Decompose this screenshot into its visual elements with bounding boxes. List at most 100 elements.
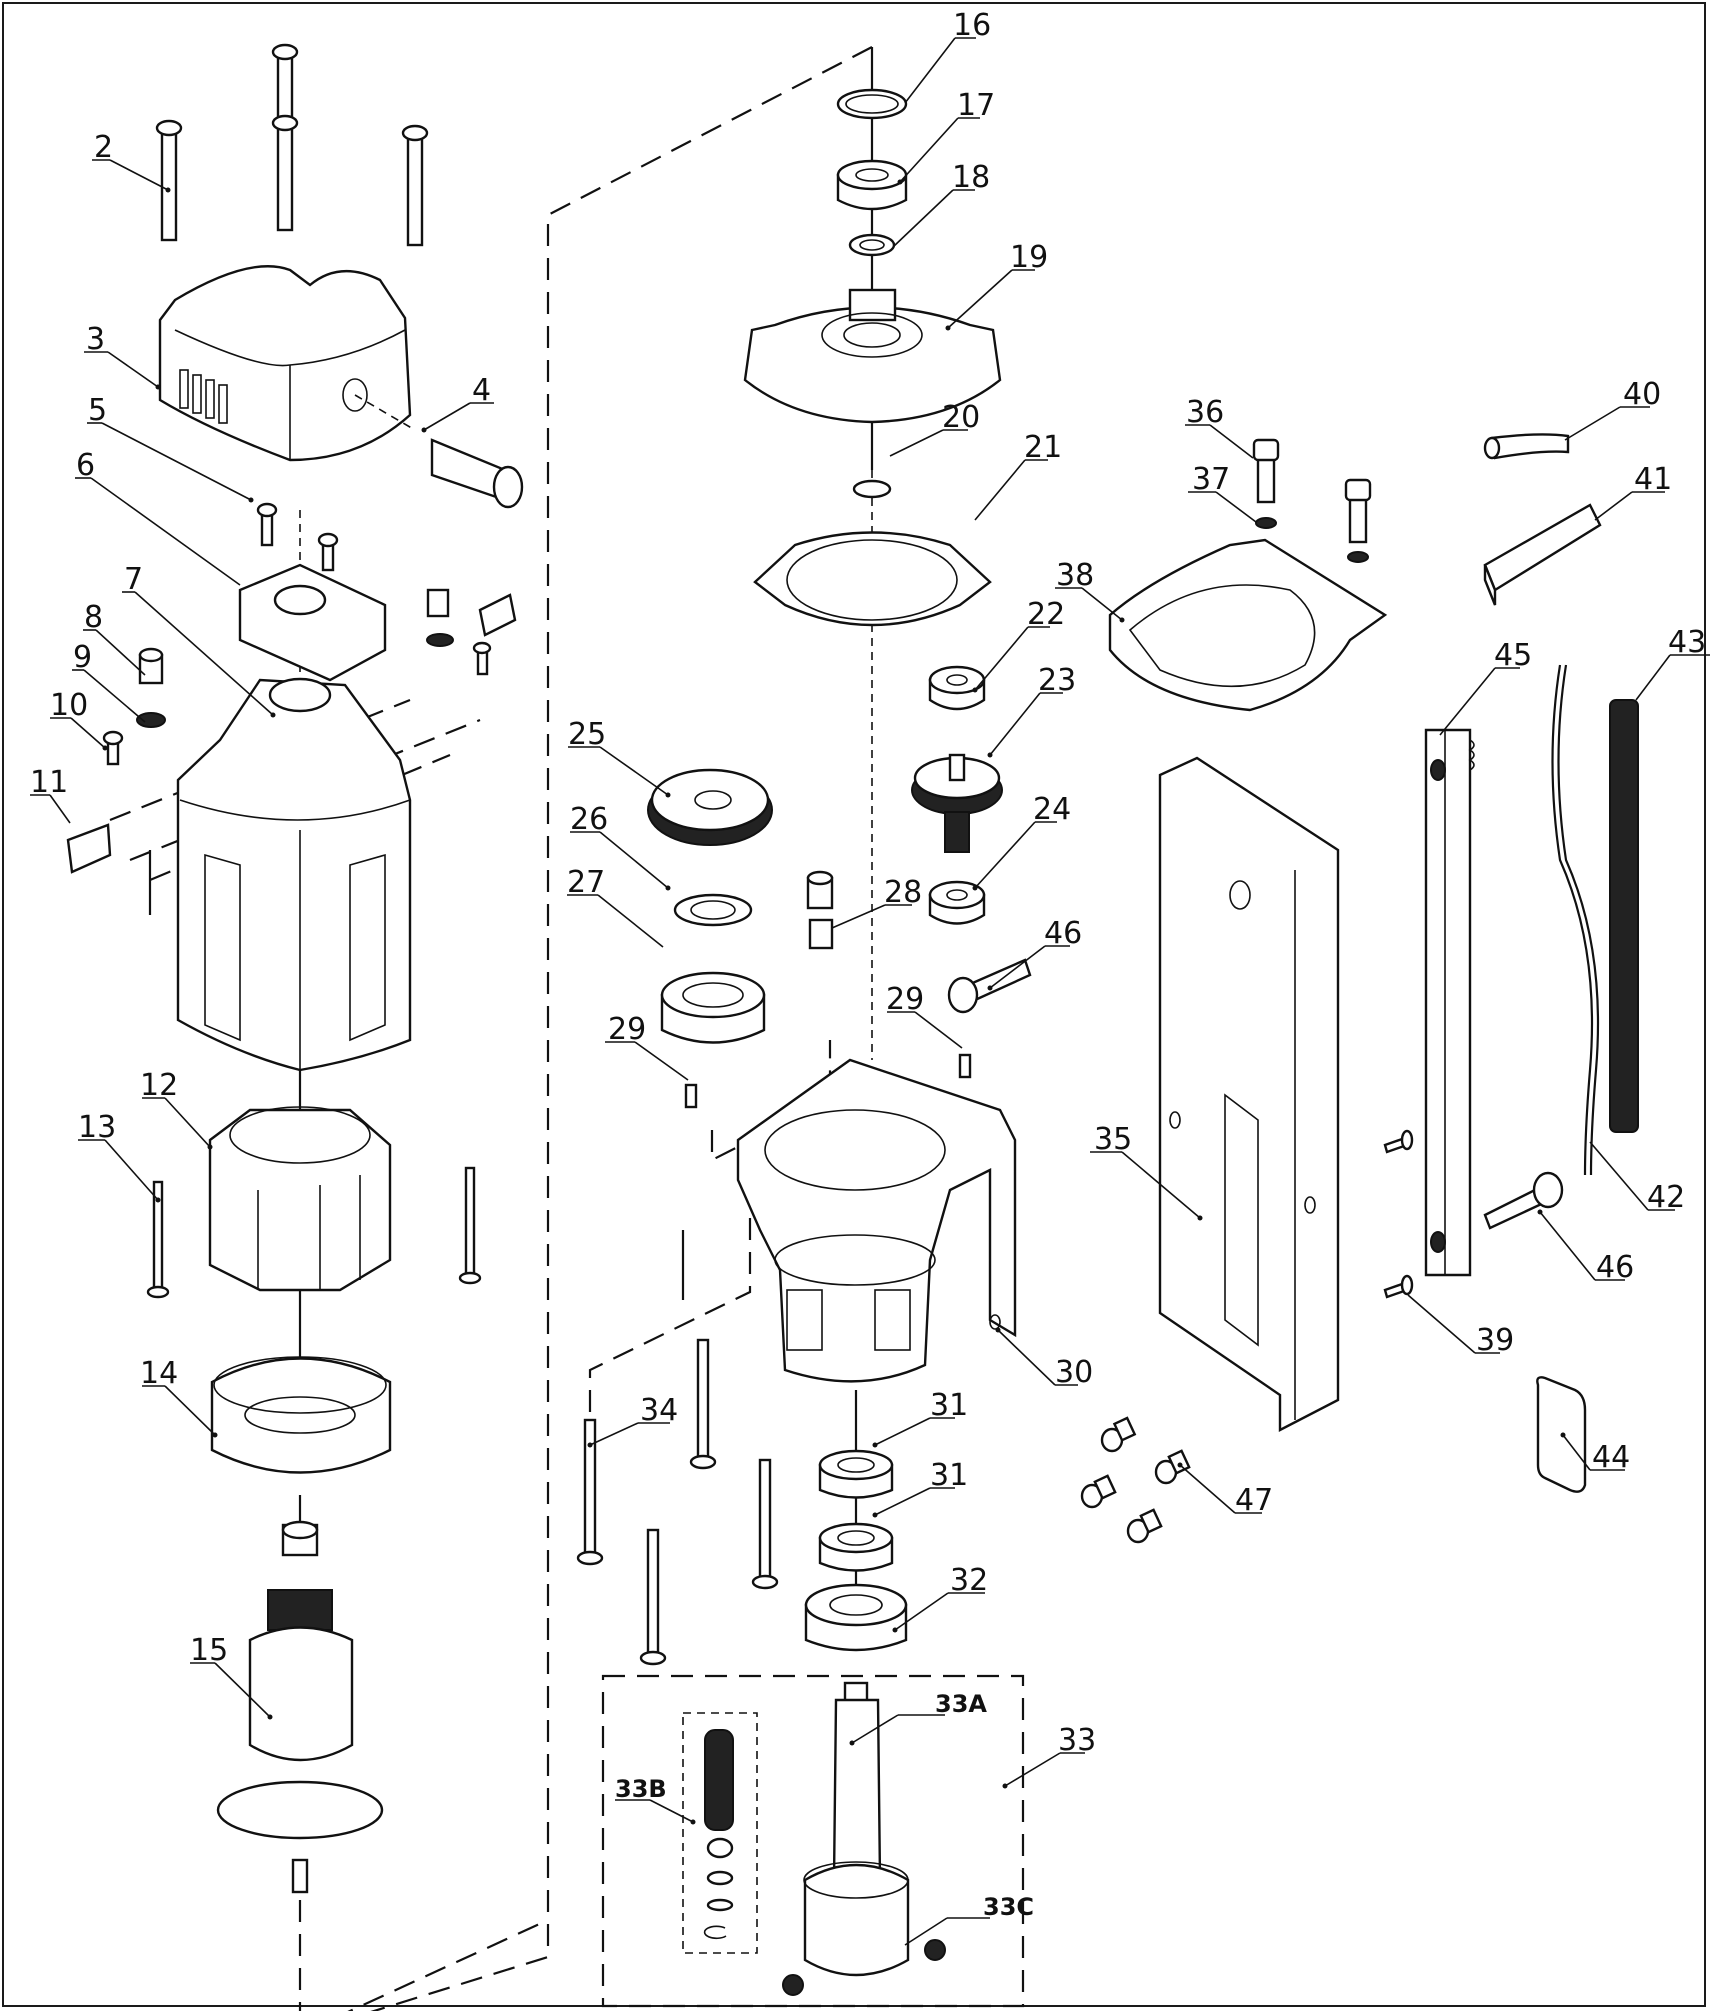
assembly-dashed-path-main [370, 46, 873, 2011]
part-motor-housing[interactable] [176, 677, 412, 1072]
callout-24: 24 [1033, 792, 1071, 827]
callout-13: 13 [78, 1110, 116, 1145]
part-bearing-24[interactable] [928, 880, 986, 925]
callout-33b: 33B [615, 1775, 667, 1803]
callout-16: 16 [953, 8, 991, 43]
callout-43: 43 [1668, 625, 1706, 660]
callout-22: 22 [1027, 597, 1065, 632]
part-cable-42[interactable] [1551, 664, 1600, 1176]
part-rack-45[interactable] [1424, 728, 1475, 1277]
callout-45: 45 [1494, 638, 1532, 673]
callout-36: 36 [1186, 395, 1224, 430]
part-screws-47[interactable] [1080, 1416, 1191, 1544]
callout-44: 44 [1592, 1440, 1630, 1475]
screw-mid-shaft [276, 123, 294, 232]
callout-9: 9 [73, 640, 92, 675]
callout-29a: 29 [608, 1012, 646, 1047]
callout-31a: 31 [930, 1388, 968, 1423]
spindle-assembly-dashed-box [601, 1674, 1025, 2008]
callout-20: 20 [942, 400, 980, 435]
part-gear-25[interactable] [647, 768, 773, 846]
callout-27: 27 [567, 865, 605, 900]
part-brushes[interactable] [66, 588, 517, 874]
part-pins-29[interactable] [684, 1053, 972, 1109]
brush-dashed-1 [109, 698, 411, 822]
callout-42: 42 [1647, 1180, 1685, 1215]
spring-kit-dashed-box [682, 1712, 758, 1954]
callout-32: 32 [950, 1563, 988, 1598]
part-gasket-plate[interactable] [1108, 538, 1388, 712]
callout-39: 39 [1476, 1323, 1514, 1358]
pin-connector [710, 1040, 832, 1162]
part-bearing-17[interactable] [836, 159, 908, 211]
part-end-cap[interactable] [158, 265, 416, 462]
screw-2-shaft [160, 128, 178, 242]
part-armature[interactable] [216, 1520, 384, 1894]
callout-8: 8 [84, 600, 103, 635]
screw-mid-head [271, 114, 299, 132]
callout-31b: 31 [930, 1458, 968, 1493]
part-gasket-21[interactable] [753, 531, 992, 627]
part-circlip-20[interactable] [852, 479, 892, 499]
part-screws-36[interactable] [1252, 438, 1372, 563]
part-mounting-plate[interactable] [1158, 756, 1340, 1432]
part-stator-screws[interactable] [146, 1166, 482, 1299]
part-spring-43[interactable] [1609, 699, 1639, 1133]
callout-12: 12 [140, 1068, 178, 1103]
callout-11: 11 [30, 765, 68, 800]
part-stator[interactable] [208, 1106, 392, 1292]
callout-40: 40 [1623, 377, 1661, 412]
part-screw-46b[interactable] [1483, 1171, 1564, 1230]
callout-37: 37 [1192, 462, 1230, 497]
callout-21: 21 [1024, 430, 1062, 465]
part-bearing-27[interactable] [660, 971, 766, 1044]
callout-18: 18 [952, 160, 990, 195]
callout-3: 3 [86, 322, 105, 357]
part-seal-18[interactable] [848, 233, 896, 257]
part-gear-housing[interactable] [736, 1058, 1017, 1383]
part-screws-top[interactable] [155, 43, 429, 247]
callout-4: 4 [472, 373, 491, 408]
assembly-dashed-path-armature [298, 1900, 549, 2011]
callout-5: 5 [88, 393, 107, 428]
callout-28: 28 [884, 875, 922, 910]
screw-2-head [155, 119, 183, 137]
callout-47: 47 [1235, 1483, 1273, 1518]
part-gear-cover[interactable] [743, 288, 1002, 424]
callout-33c: 33C [983, 1893, 1034, 1921]
callout-25: 25 [568, 717, 606, 752]
spindle-assembly-box[interactable] [601, 1674, 1025, 2008]
callout-17: 17 [957, 88, 995, 123]
callout-33: 33 [1058, 1723, 1096, 1758]
part-bearing-22[interactable] [928, 665, 986, 711]
callout-46a: 46 [1044, 916, 1082, 951]
callout-15: 15 [190, 1633, 228, 1668]
part-foam-41[interactable] [1483, 503, 1602, 606]
callout-41: 41 [1634, 462, 1672, 497]
callout-38: 38 [1056, 558, 1094, 593]
screw-right-head [401, 124, 429, 142]
callout-leaders [30, 37, 1710, 1946]
part-screws-34[interactable] [576, 1338, 779, 1666]
callout-6: 6 [76, 448, 95, 483]
part-retaining-ring[interactable] [836, 88, 908, 120]
part-screws-39[interactable] [1383, 1129, 1414, 1299]
screw-top-head [271, 43, 299, 61]
callout-2: 2 [94, 130, 113, 165]
callout-10: 10 [50, 688, 88, 723]
screw-top-shaft [276, 53, 294, 122]
callout-30: 30 [1055, 1355, 1093, 1390]
part-cord-guard[interactable] [430, 438, 524, 509]
part-fitting-28[interactable] [806, 870, 834, 950]
callout-46b: 46 [1596, 1250, 1634, 1285]
part-washer-26[interactable] [673, 893, 753, 927]
part-baffle[interactable] [210, 1356, 392, 1474]
part-gear-23[interactable] [911, 753, 1003, 853]
part-bearings-31-32[interactable] [804, 1449, 908, 1652]
callout-34: 34 [640, 1393, 678, 1428]
callout-23: 23 [1038, 663, 1076, 698]
part-tube-40[interactable] [1483, 433, 1570, 460]
callout-7: 7 [124, 562, 143, 597]
part-brush-plate[interactable] [238, 502, 387, 682]
